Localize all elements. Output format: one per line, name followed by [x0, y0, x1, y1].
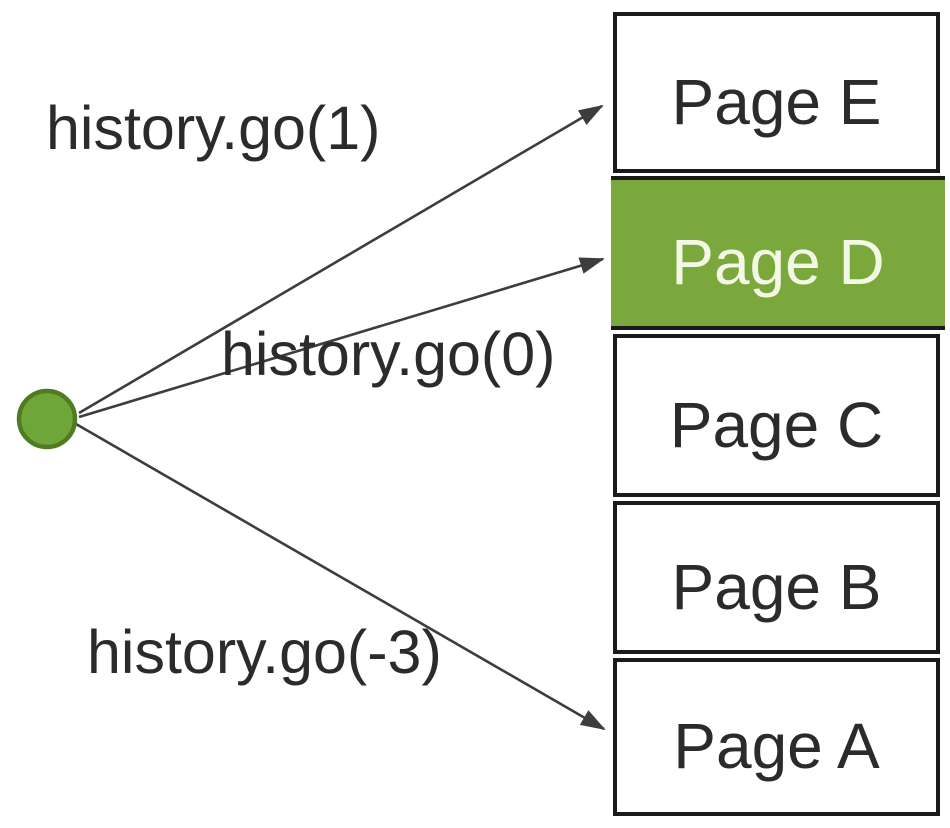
label-history-go-zero: history.go(0)	[221, 320, 556, 388]
label-history-go-minus3: history.go(-3)	[87, 618, 442, 686]
page-label: Page B	[671, 550, 882, 623]
page-label: Page D	[671, 226, 885, 298]
page-label: Page C	[669, 388, 884, 461]
page-label: Page E	[671, 65, 882, 138]
arrow-go-minus3	[75, 422, 606, 731]
page-label: Page A	[673, 710, 880, 782]
history-entry-page-d-current: Page D	[611, 176, 945, 330]
arrow-go-zero	[78, 257, 605, 419]
label-history-go-plus1: history.go(1)	[46, 94, 381, 162]
history-entry-page-a: Page A	[613, 658, 940, 816]
history-entry-page-b: Page B	[613, 501, 940, 654]
history-entry-page-c: Page C	[613, 334, 940, 497]
history-entry-page-e: Page E	[613, 12, 940, 173]
current-position-dot	[16, 388, 78, 450]
arrow-go-plus1	[78, 104, 604, 415]
